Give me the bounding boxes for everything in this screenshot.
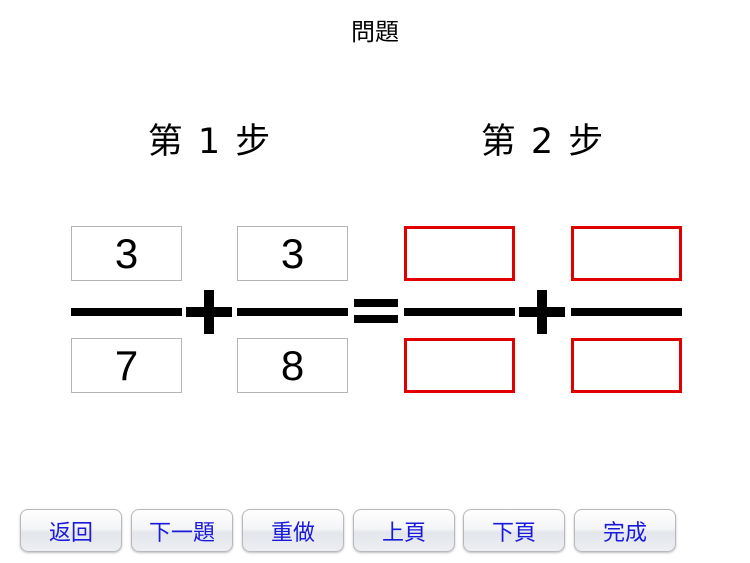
step2-fraction2-numerator-input[interactable] [571, 226, 682, 281]
step2-fraction1-numerator-input[interactable] [404, 226, 515, 281]
step1-fraction2-denominator[interactable]: 8 [237, 338, 348, 393]
redo-button[interactable]: 重做 [242, 509, 344, 552]
equals-icon [354, 299, 398, 323]
step-1-label: 第 1 步 [147, 122, 273, 162]
step-2-label: 第 2 步 [480, 122, 606, 162]
plus-icon [186, 290, 232, 334]
step1-fraction2-numerator[interactable]: 3 [237, 226, 348, 281]
done-button[interactable]: 完成 [574, 509, 676, 552]
fraction-bar [71, 308, 182, 316]
fraction-bar [571, 308, 682, 316]
step1-fraction1-denominator[interactable]: 7 [71, 338, 182, 393]
step2-fraction2-denominator-input[interactable] [571, 338, 682, 393]
fraction-bar [237, 308, 348, 316]
next-page-button[interactable]: 下頁 [463, 509, 565, 552]
next-question-button[interactable]: 下一題 [131, 509, 233, 552]
previous-page-button[interactable]: 上頁 [353, 509, 455, 552]
back-button[interactable]: 返回 [20, 509, 122, 552]
fraction-bar [404, 308, 515, 316]
step1-fraction1-numerator[interactable]: 3 [71, 226, 182, 281]
plus-icon [519, 290, 565, 334]
step2-fraction1-denominator-input[interactable] [404, 338, 515, 393]
page-title: 問題 [351, 18, 399, 46]
